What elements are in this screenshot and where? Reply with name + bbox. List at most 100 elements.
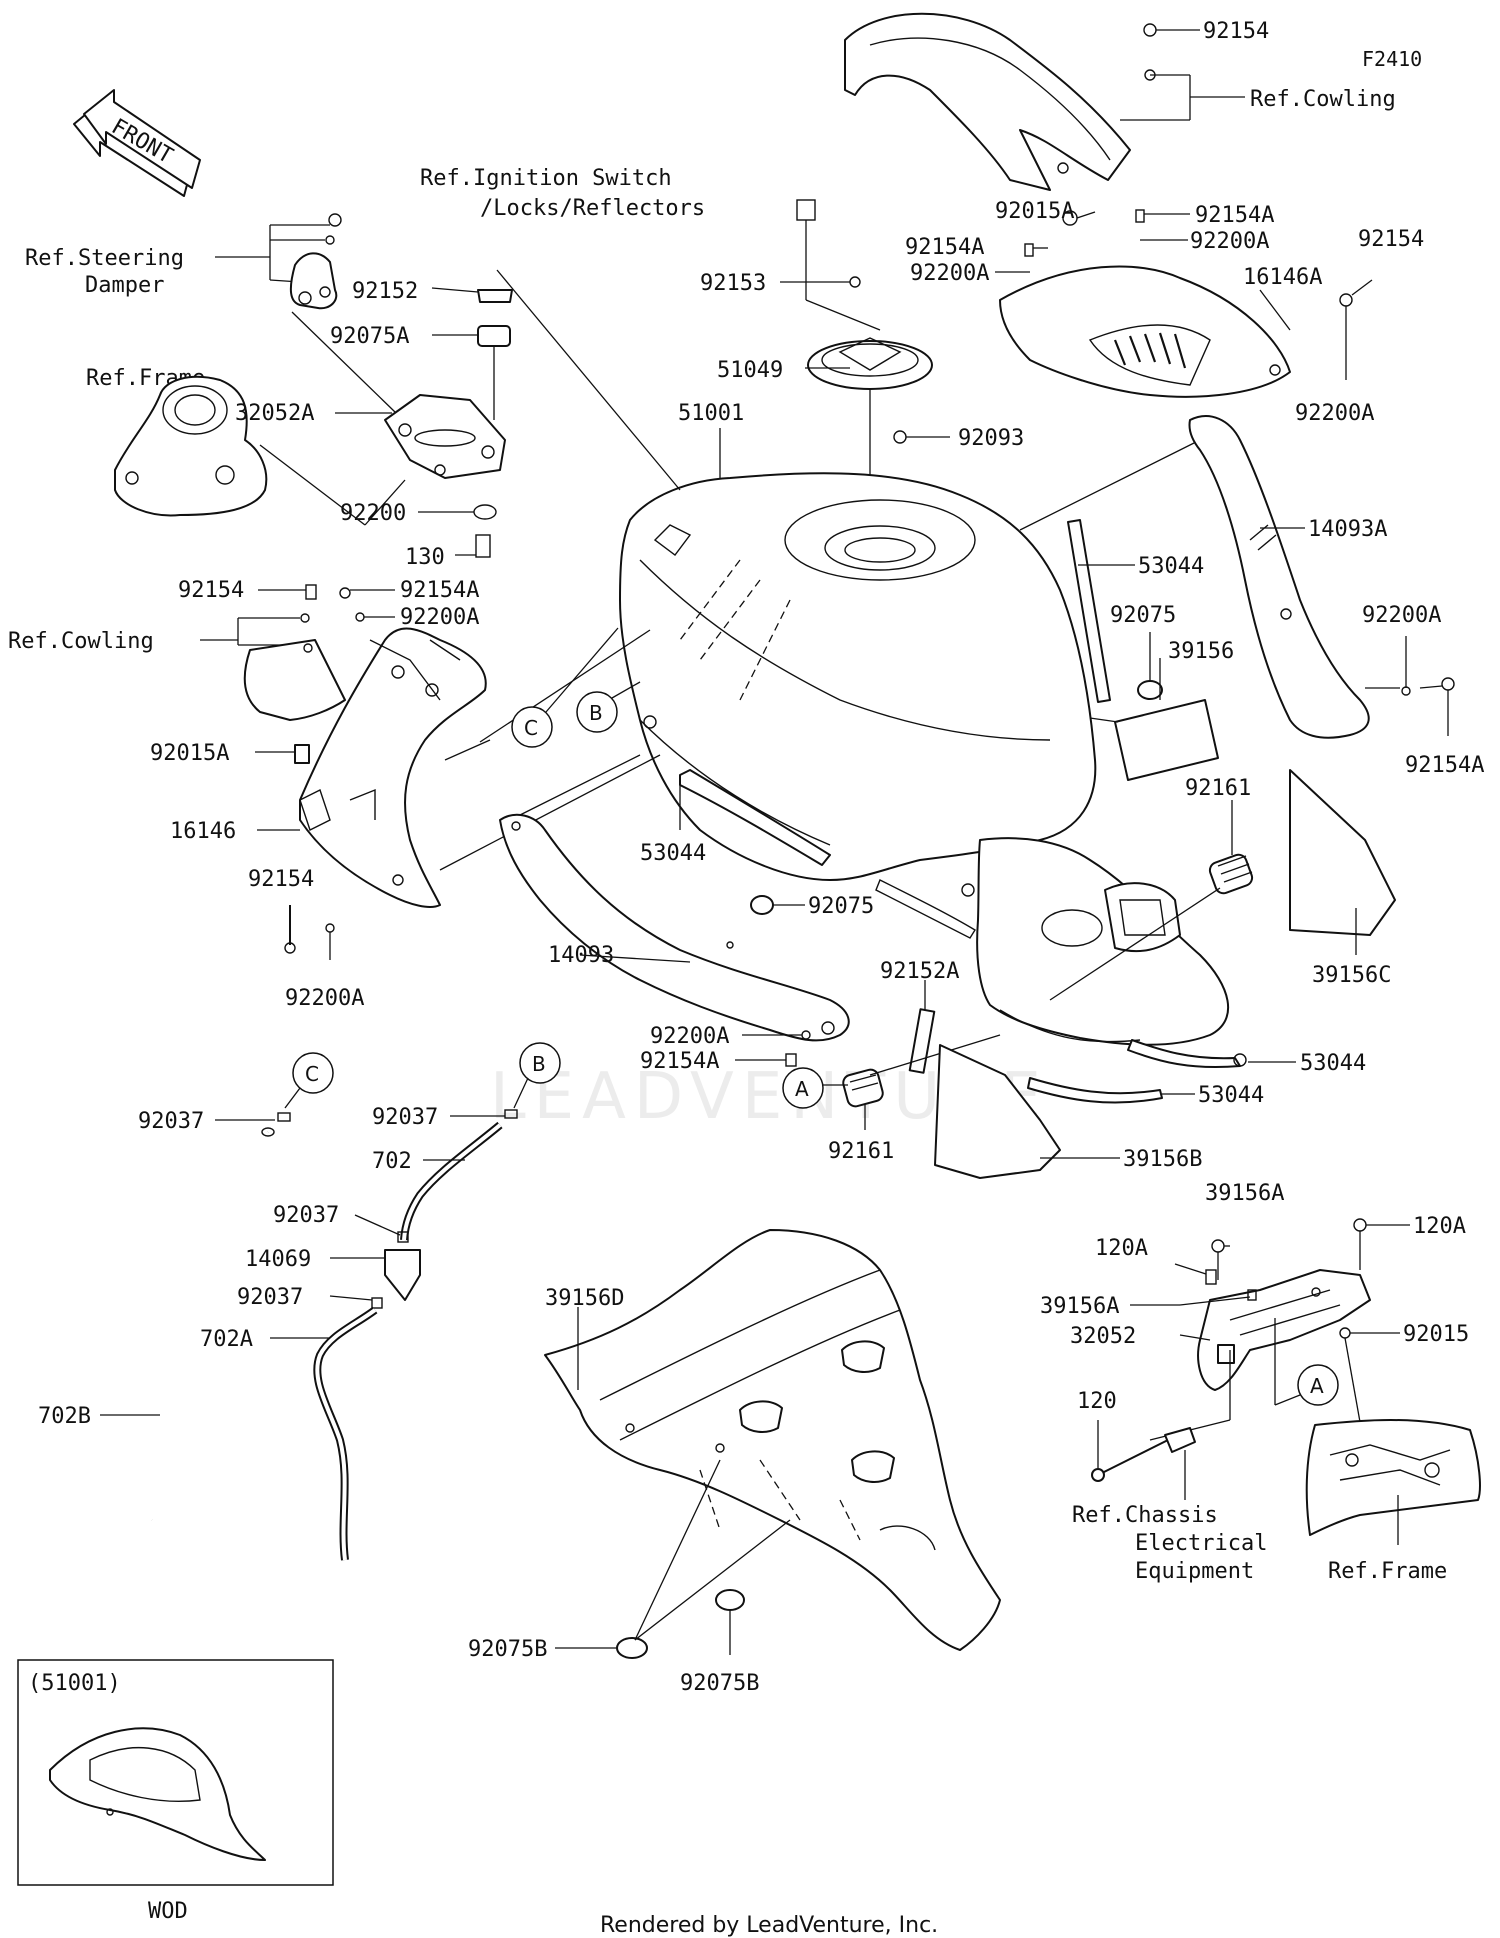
- label-92075A: 92075A: [330, 324, 409, 349]
- label-120: 120: [1077, 1389, 1117, 1414]
- pad-39156: [1114, 699, 1219, 781]
- inset-title: (51001): [28, 1671, 121, 1696]
- label-92154A-r3: 92154A: [1405, 753, 1484, 778]
- callout-a-bracket-label: A: [1310, 1374, 1324, 1398]
- strip-53044-d: [1027, 1077, 1163, 1104]
- label-92200A-l2: 92200A: [285, 986, 364, 1011]
- ref-chassis-2: Electrical: [1135, 1531, 1267, 1556]
- cowling-left-shape: [243, 639, 346, 721]
- label-32052A: 32052A: [235, 401, 314, 426]
- grommet-92075B-a: [616, 1637, 648, 1659]
- label-39156: 39156: [1168, 639, 1234, 664]
- label-92015: 92015: [1403, 1322, 1469, 1347]
- inset-box: [17, 1659, 334, 1886]
- ref-steering-2: Damper: [85, 273, 164, 298]
- bracket-32052: [1197, 1269, 1371, 1391]
- label-92152: 92152: [352, 279, 418, 304]
- strip-53044-b: [679, 769, 831, 866]
- ref-cowling-top: Ref.Cowling: [1250, 87, 1396, 112]
- callout-b-hose-label: B: [532, 1052, 546, 1076]
- figure-code: F2410: [1362, 47, 1422, 71]
- callout-a-tank-label: A: [795, 1077, 809, 1101]
- callout-b: [576, 691, 618, 733]
- panel-16146A: [999, 265, 1291, 398]
- label-92075B-a: 92075B: [468, 1637, 547, 1662]
- label-120A-a: 120A: [1095, 1236, 1148, 1261]
- label-32052: 32052: [1070, 1324, 1136, 1349]
- label-92154-l: 92154: [178, 578, 244, 603]
- strip-53044-c: [1127, 1039, 1241, 1069]
- hardware-left-cowling: [200, 584, 395, 764]
- label-92153: 92153: [700, 271, 766, 296]
- hardware-fuel-cap: [780, 199, 950, 535]
- bracket-32052A: [384, 394, 506, 479]
- label-130: 130: [405, 545, 445, 570]
- hardware-right-92200A: [1365, 636, 1455, 736]
- label-16146A: 16146A: [1243, 265, 1322, 290]
- hardware-steering-damper: [215, 213, 396, 413]
- label-92200A-l: 92200A: [400, 605, 479, 630]
- grommet-92075-a: [1137, 680, 1163, 700]
- label-53044-a: 53044: [1138, 554, 1204, 579]
- front-arrow-icon: FRONT: [73, 89, 201, 197]
- label-92015A-top: 92015A: [995, 199, 1074, 224]
- label-92161-a: 92161: [1185, 776, 1251, 801]
- label-92200: 92200: [340, 501, 406, 526]
- trim-14093: [499, 813, 850, 1042]
- callout-b-hose: [519, 1042, 561, 1084]
- ref-chassis-1: Ref.Chassis: [1072, 1503, 1218, 1528]
- label-14093: 14093: [548, 943, 614, 968]
- label-92154-r: 92154: [1358, 227, 1424, 252]
- hardware-92152: [418, 287, 513, 558]
- frame-bottom-shape: [1305, 1419, 1481, 1545]
- ref-ignition-1: Ref.Ignition Switch: [420, 166, 672, 191]
- ref-chassis-3: Equipment: [1135, 1559, 1254, 1584]
- label-92015A-l: 92015A: [150, 741, 229, 766]
- grommet-92075B-b: [715, 1589, 745, 1611]
- label-92154-l2: 92154: [248, 867, 314, 892]
- inset-caption: WOD: [148, 1899, 188, 1924]
- hose-702B: [100, 1112, 291, 1521]
- label-14069: 14069: [245, 1247, 311, 1272]
- grommet-92161-b: [842, 1068, 884, 1108]
- callout-b-label: B: [589, 701, 603, 725]
- label-92037-a: 92037: [138, 1109, 204, 1134]
- label-92037-c: 92037: [273, 1203, 339, 1228]
- label-120A-b: 120A: [1413, 1214, 1466, 1239]
- label-92200A-r1: 92200A: [1190, 229, 1269, 254]
- label-39156C: 39156C: [1312, 963, 1391, 988]
- label-16146: 16146: [170, 819, 236, 844]
- label-92075B-b: 92075B: [680, 1671, 759, 1696]
- pad-39156C: [1289, 769, 1396, 936]
- callout-a-bracket: [1297, 1364, 1339, 1406]
- label-39156B: 39156B: [1123, 1147, 1202, 1172]
- label-92200A-r3: 92200A: [1295, 401, 1374, 426]
- label-92154-top: 92154: [1203, 19, 1269, 44]
- pin-92152A: [908, 980, 936, 1074]
- label-39156D: 39156D: [545, 1286, 624, 1311]
- label-92154A-r2: 92154A: [905, 235, 984, 260]
- label-92075-b: 92075: [808, 894, 874, 919]
- hardware-lower-left: [284, 905, 335, 960]
- label-92200A-r4: 92200A: [1362, 603, 1441, 628]
- pad-39156B: [934, 1044, 1061, 1179]
- label-92200A-r2: 92200A: [910, 261, 989, 286]
- label-92037-b: 92037: [372, 1105, 438, 1130]
- label-92154A-m: 92154A: [640, 1049, 719, 1074]
- label-92075-a: 92075: [1110, 603, 1176, 628]
- callout-c: [511, 706, 553, 748]
- label-53044-d: 53044: [1198, 1083, 1264, 1108]
- label-39156A-a: 39156A: [1205, 1181, 1284, 1206]
- ref-cowling-left: Ref.Cowling: [8, 629, 154, 654]
- ref-ignition-2: /Locks/Reflectors: [480, 196, 705, 221]
- footer-credit: Rendered by LeadVenture, Inc.: [600, 1913, 938, 1938]
- callout-a-tank: [782, 1067, 824, 1109]
- label-51001: 51001: [678, 401, 744, 426]
- ref-steering-1: Ref.Steering: [25, 246, 184, 271]
- fuel-tank-51001: [619, 472, 1229, 1046]
- label-92154A-l: 92154A: [400, 578, 479, 603]
- heat-shield-39156D: [544, 1229, 1001, 1651]
- callout-c-label: C: [524, 716, 538, 740]
- label-53044-b: 53044: [640, 841, 706, 866]
